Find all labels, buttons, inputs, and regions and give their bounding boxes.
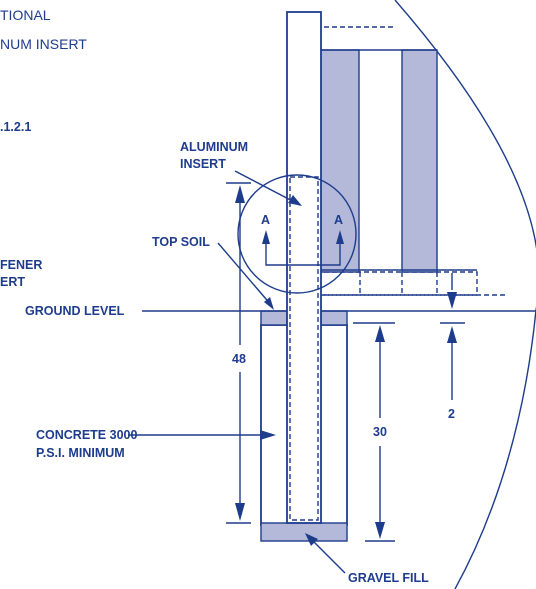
dim-2-arrow-bottom xyxy=(447,326,457,343)
top-soil-right xyxy=(320,310,348,326)
aluminum-insert-label-2: INSERT xyxy=(180,157,226,171)
concrete-label-2: P.S.I. MINIMUM xyxy=(36,446,125,460)
top-soil-label: TOP SOIL xyxy=(152,235,210,249)
leader-gravel-arrow xyxy=(305,533,318,546)
header-label-2: NUM INSERT xyxy=(0,36,87,52)
top-rail xyxy=(307,26,395,51)
section-label-right: A xyxy=(334,213,343,227)
picket-2 xyxy=(401,49,438,273)
aluminum-insert xyxy=(289,176,319,521)
leader-aluminum-arrow xyxy=(288,195,302,206)
header-label-1: TIONAL xyxy=(0,7,51,23)
section-arrow-left xyxy=(262,230,270,244)
dim-30-arrow-top xyxy=(375,325,385,342)
ground-level-label: GROUND LEVEL xyxy=(25,304,125,318)
detail-circle-arc-lower xyxy=(454,309,536,589)
dim-30-label: 30 xyxy=(373,425,387,439)
section-line xyxy=(265,244,341,266)
section-arrow-right xyxy=(336,230,344,244)
leader-top-soil-arrow xyxy=(264,297,274,310)
leader-aluminum-insert xyxy=(234,170,301,206)
fence-post xyxy=(286,11,322,524)
leader-top-soil xyxy=(217,242,273,307)
gravel-fill xyxy=(260,522,348,542)
dim-2-arrow-top xyxy=(447,292,457,309)
section-label-left: A xyxy=(261,213,270,227)
concrete-label-1: CONCRETE 3000 xyxy=(36,428,137,442)
leader-concrete-arrow xyxy=(260,430,276,440)
dim-48-arrow-top xyxy=(235,185,245,203)
stiffener-label-2: ERT xyxy=(0,275,25,289)
dim-30-arrow-bottom xyxy=(375,522,385,539)
leader-gravel xyxy=(311,539,346,574)
dim-48-arrow-bottom xyxy=(235,503,245,521)
aluminum-insert-label-1: ALUMINUM xyxy=(180,140,248,154)
stiffener-label-1: FENER xyxy=(0,258,42,272)
ref-label: .1.2.1 xyxy=(0,120,31,134)
dim-2-label: 2 xyxy=(448,407,455,421)
detail-a-circle xyxy=(237,174,357,294)
gravel-fill-label: GRAVEL FILL xyxy=(348,571,429,585)
top-soil-left xyxy=(260,310,288,326)
dim-48-label: 48 xyxy=(232,352,246,366)
